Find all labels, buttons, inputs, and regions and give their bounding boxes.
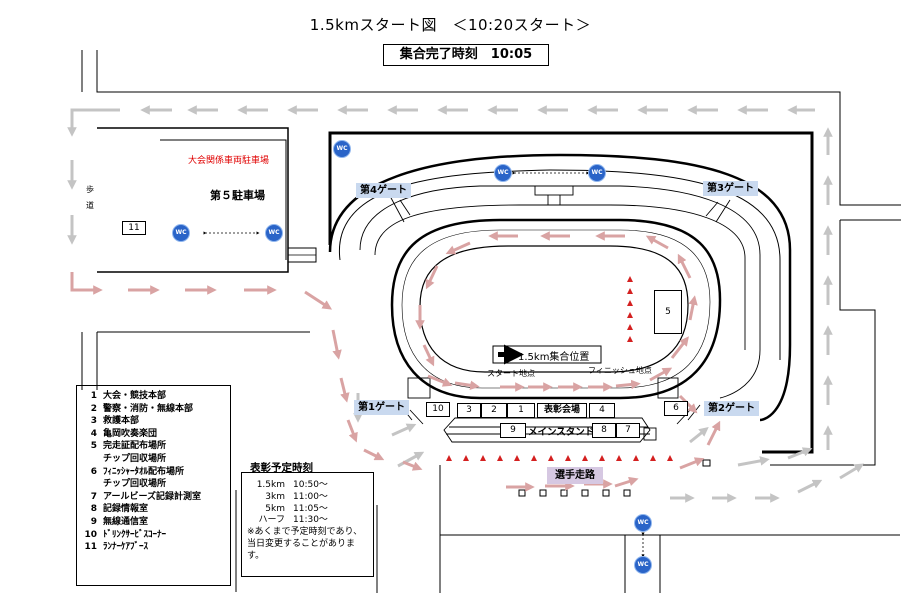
page-title: 1.5kmスタート図 ＜10:20スタート＞ [309, 16, 592, 34]
gate-ramps [389, 185, 731, 425]
gate-3-label: 第3ゲート [703, 181, 758, 196]
cones [446, 276, 673, 461]
assembly-position-label: 1.5km集合位置 [518, 352, 590, 363]
track [390, 218, 722, 400]
parking-lot-label: 第５駐車場 [210, 189, 265, 202]
assembly-time-box: 集合完了時刻 10:05 [383, 44, 549, 66]
box-10: 10 [426, 402, 450, 417]
box-6: 6 [664, 401, 688, 416]
gate-2-label: 第2ゲート [704, 401, 759, 416]
box-7: 7 [616, 423, 640, 438]
wc-icon: WC [588, 164, 606, 182]
box-5: 5 [654, 290, 682, 334]
road-lines [81, 50, 901, 593]
main-stand-label: メインスタンド [528, 427, 595, 438]
schedule-note: す。 [247, 550, 265, 561]
legend-item: チップ回収場所 [103, 479, 167, 490]
schedule-title: 表彰予定時刻 [250, 462, 313, 474]
wc-icon: WC [172, 224, 190, 242]
walkway-label-2: 道 [86, 201, 94, 210]
wc-links [203, 171, 645, 558]
wc-icon: WC [634, 514, 652, 532]
stadium-walls [328, 131, 814, 454]
athlete-walkway-label: 選手走路 [547, 467, 603, 484]
box-9: 9 [500, 423, 526, 438]
parking-lot [97, 127, 317, 273]
vehicle-parking-label: 大会関係車両駐車場 [188, 156, 270, 166]
pink-arrows [70, 231, 721, 492]
gate-4-label: 第4ゲート [356, 183, 411, 198]
wc-icon: WC [333, 140, 351, 158]
schedule-note: 当日変更することがありま [247, 538, 356, 549]
markers [518, 459, 711, 497]
box-3: 3 [457, 403, 481, 418]
box-1: 1 [507, 403, 535, 418]
gate-1-label: 第1ゲート [354, 400, 409, 415]
box-2: 2 [481, 403, 507, 418]
wc-icon: WC [265, 224, 283, 242]
grey-arrows [67, 105, 865, 503]
finish-point-label: フィニッシュ地点 [588, 366, 652, 375]
start-point-label: スタート地点 [487, 369, 535, 378]
wc-icon: WC [634, 556, 652, 574]
box-4: 4 [589, 403, 615, 418]
walkway-label-1: 歩 [86, 185, 94, 194]
box-11: 11 [122, 221, 146, 235]
legend-item: チップ回収場所 [103, 453, 167, 464]
schedule-note: ※あくまで予定時刻であり、 [247, 527, 363, 538]
wc-icon: WC [494, 164, 512, 182]
box-8: 8 [592, 423, 616, 438]
ceremony-venue: 表彰会場 [537, 403, 587, 418]
assembly-arrow [492, 344, 602, 365]
